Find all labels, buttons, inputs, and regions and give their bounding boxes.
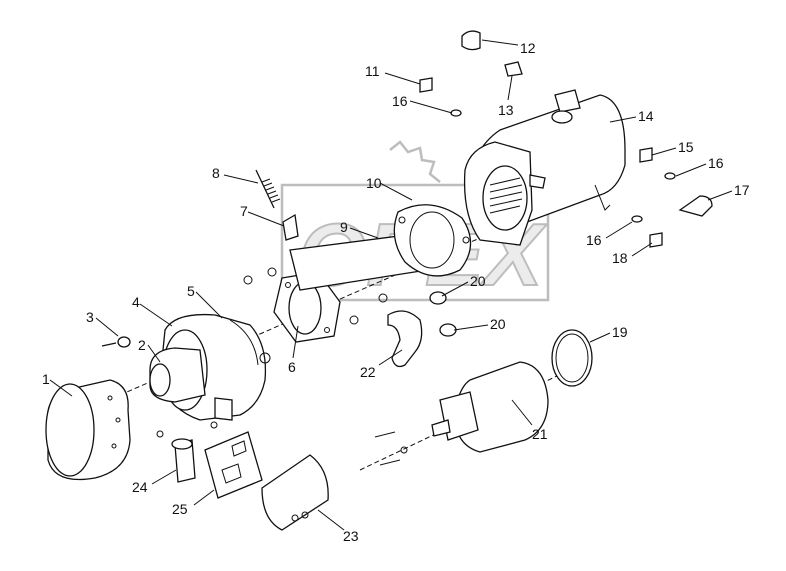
part-4-blower-housing (149, 313, 271, 421)
callout-3: 3 (86, 309, 94, 325)
callout-4: 4 (132, 294, 140, 310)
part-16-washer-b (664, 172, 676, 180)
callout-7: 7 (240, 203, 248, 219)
part-12-cap (461, 30, 481, 51)
callout-18: 18 (612, 250, 628, 266)
callout-11: 11 (365, 63, 380, 79)
callout-22: 22 (360, 364, 376, 380)
part-16-washer-a (450, 109, 462, 117)
callout-5: 5 (187, 283, 195, 299)
callout-16c: 16 (586, 232, 602, 248)
callout-20a: 20 (470, 273, 486, 289)
callout-19: 19 (612, 324, 628, 340)
callout-1: 1 (42, 371, 50, 387)
part-19-clamp (551, 329, 593, 387)
callout-17: 17 (734, 182, 750, 198)
part-11-plug (419, 77, 433, 93)
callout-9: 9 (340, 219, 348, 235)
callout-13: 13 (498, 102, 514, 118)
callout-6: 6 (288, 359, 296, 375)
part-24-sensor (171, 438, 196, 483)
part-13-clip (504, 61, 523, 77)
callout-20b: 20 (490, 316, 506, 332)
callout-10: 10 (366, 175, 382, 191)
callout-14: 14 (638, 108, 654, 124)
leader-lines (49, 39, 733, 531)
part-23-control-unit (261, 454, 329, 531)
part-25-bracket-plate (204, 431, 263, 499)
part-18-plug (649, 232, 663, 248)
part-20-clamp-a (429, 291, 447, 305)
part-14-heat-exchanger (463, 89, 626, 246)
callout-24: 24 (132, 479, 148, 495)
fasteners (156, 267, 408, 454)
part-8-glow-plug (255, 169, 281, 209)
part-15-plug (639, 147, 653, 163)
part-22-hose (387, 310, 423, 368)
part-21-water-pump (374, 361, 549, 466)
callout-16a: 16 (392, 93, 408, 109)
part-3-screw (101, 336, 131, 348)
part-10-gasket (393, 204, 472, 277)
part-16-washer-c (631, 215, 643, 223)
part-17-nozzle (678, 195, 713, 217)
part-7-gasket-small (282, 213, 299, 241)
callout-21: 21 (532, 426, 548, 442)
callout-16b: 16 (708, 155, 724, 171)
callout-15: 15 (678, 139, 694, 155)
callout-8: 8 (212, 165, 220, 181)
part-20-clamp-b (439, 323, 457, 337)
callout-23: 23 (343, 528, 359, 544)
callout-2: 2 (138, 337, 146, 353)
callout-12: 12 (520, 40, 536, 56)
part-1-cover (45, 379, 131, 481)
callout-25: 25 (172, 501, 188, 517)
callout-labels: 1 2 3 4 5 6 7 8 9 10 11 12 13 14 15 16 1… (42, 40, 750, 544)
part-6-flange-plate (273, 271, 341, 343)
